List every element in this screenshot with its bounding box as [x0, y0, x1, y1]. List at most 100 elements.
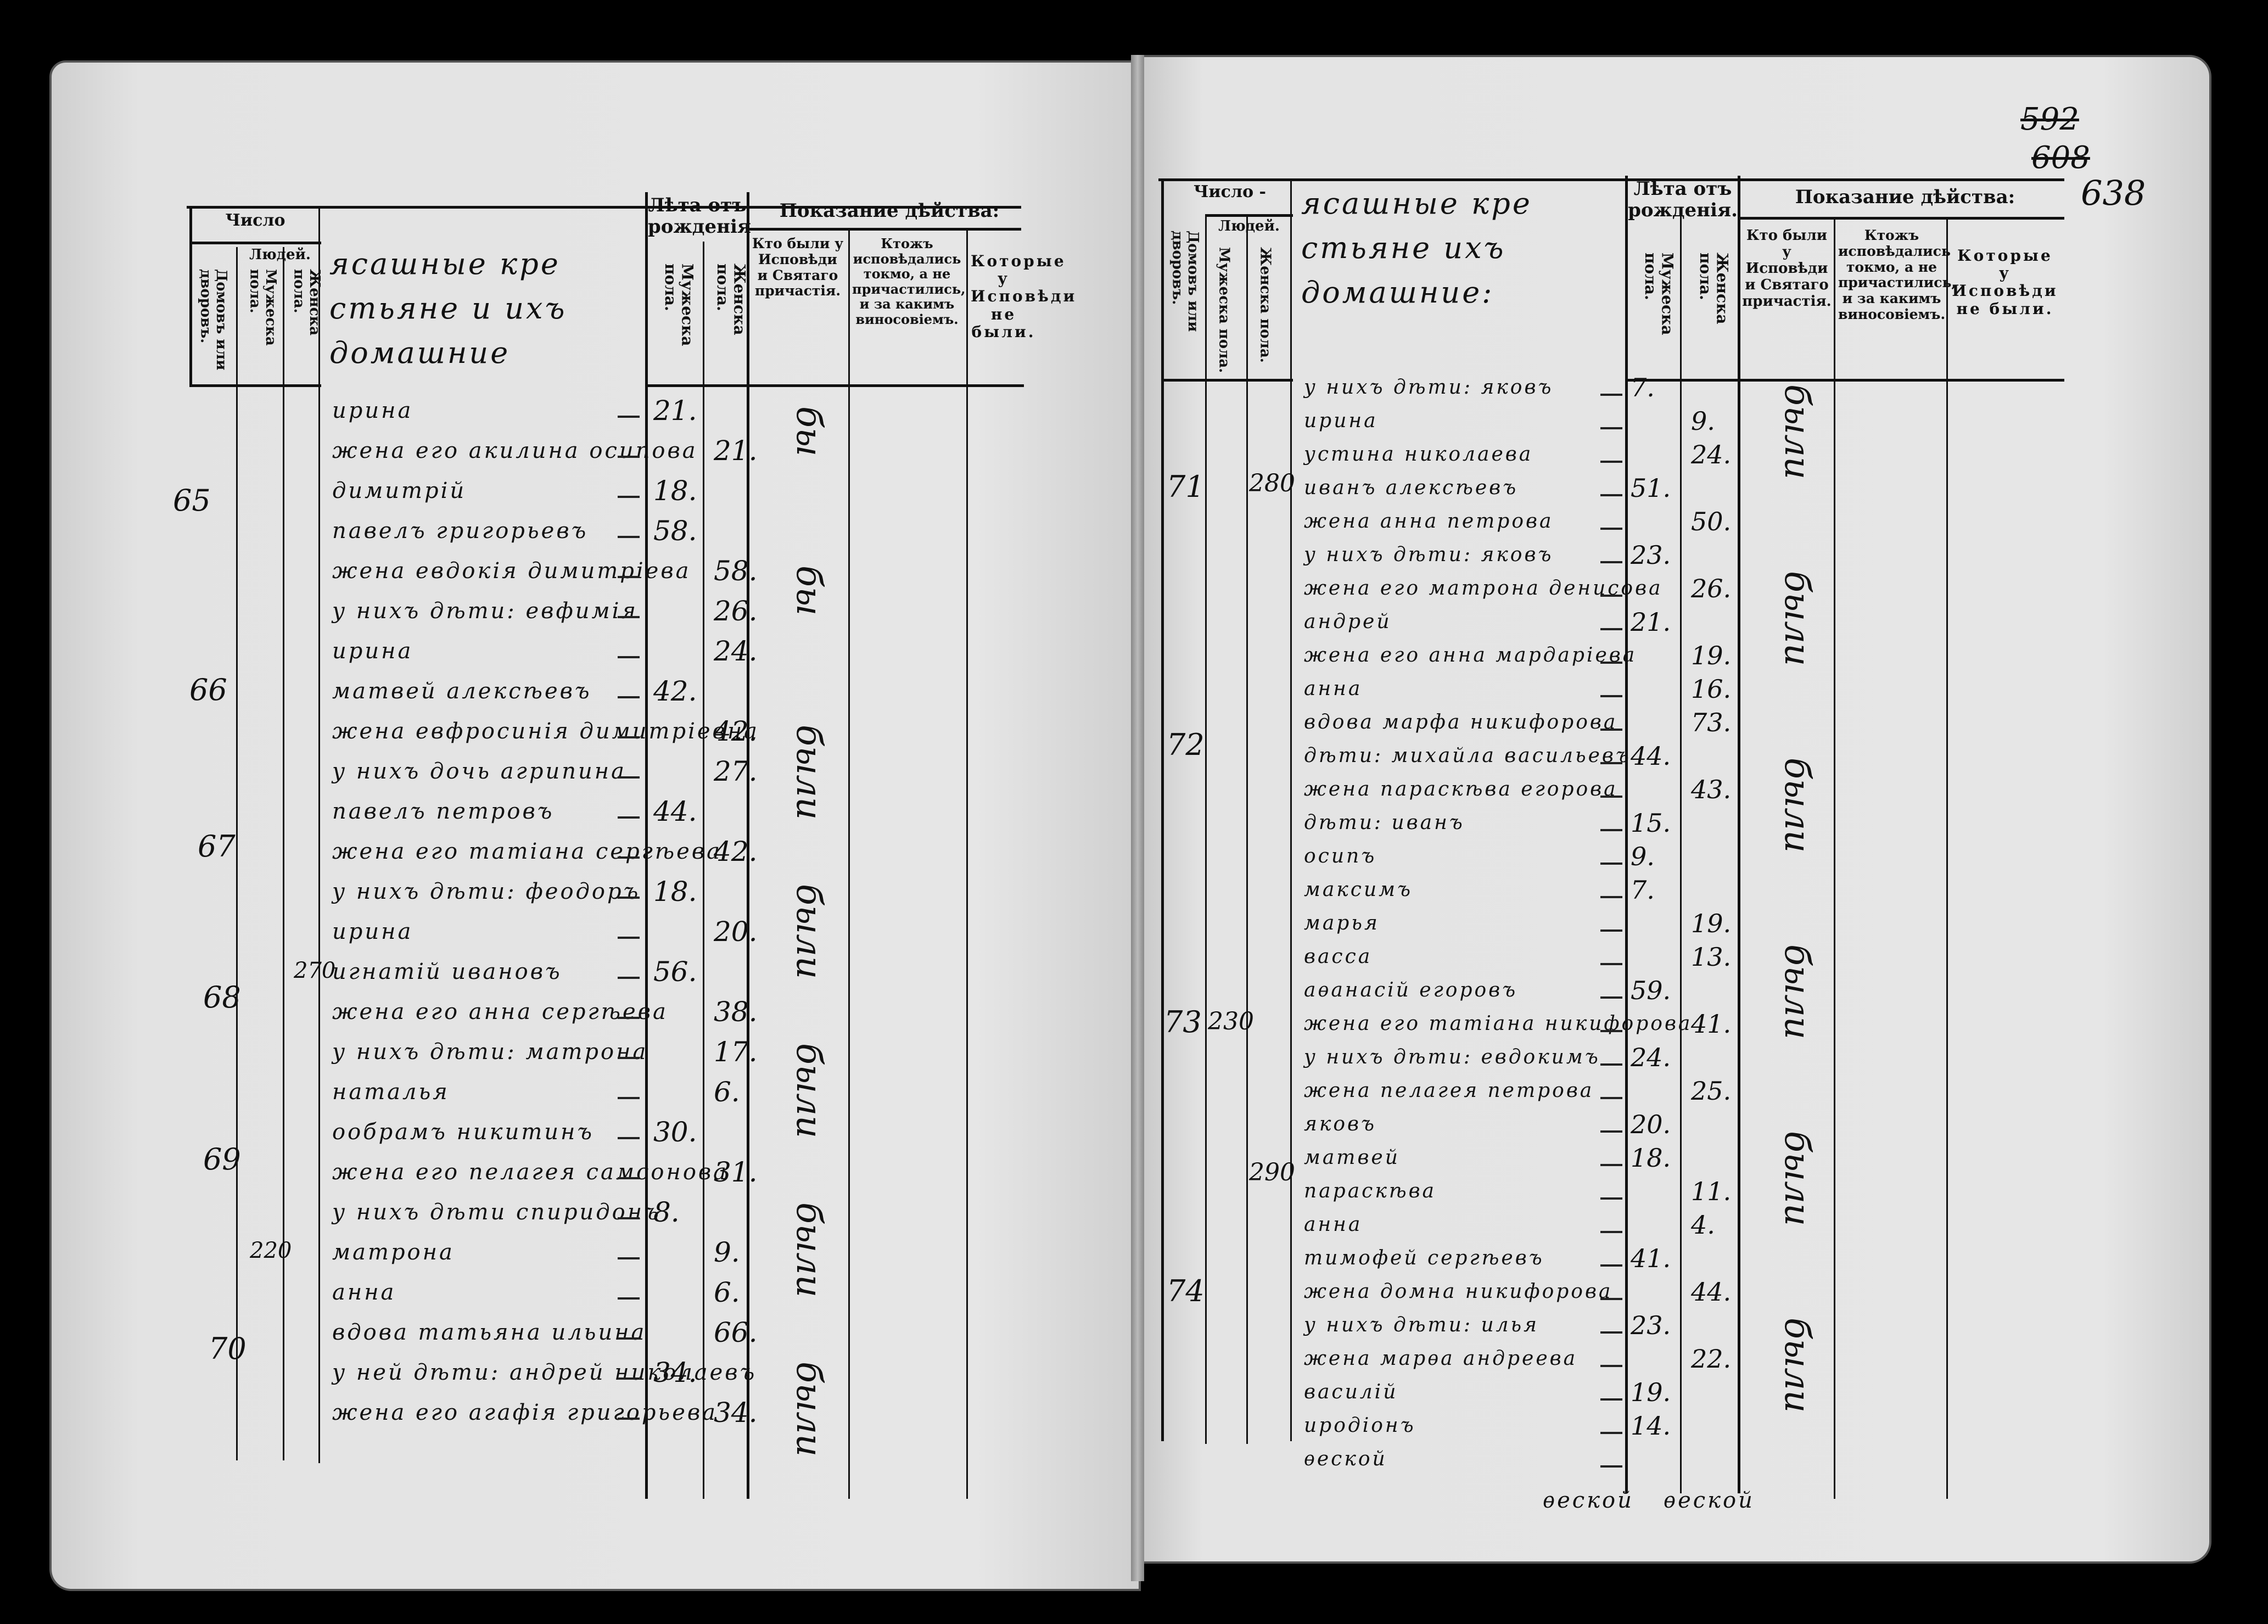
entry-age-male: 30. — [653, 1116, 697, 1148]
entry-age-female: 20. — [714, 916, 758, 948]
entry-age-female: 66. — [714, 1317, 758, 1348]
entry-dash — [618, 736, 640, 738]
entry-dash — [1600, 963, 1622, 965]
entry-dash — [1600, 1365, 1622, 1367]
entry-dash — [1600, 929, 1622, 932]
entry-age-female: 17. — [714, 1036, 758, 1068]
entry-dash — [1600, 1398, 1622, 1401]
entry-dash — [1600, 394, 1622, 396]
entry-dash — [618, 816, 640, 819]
entry-dash — [618, 1217, 640, 1219]
confession-mark: были — [788, 1202, 829, 1298]
left-header-action: Показание дѣйства: — [779, 200, 1000, 222]
entry-dash — [618, 696, 640, 698]
confession-mark: были — [788, 725, 829, 820]
entry-dash — [1600, 1298, 1622, 1300]
entry-age-female: 9. — [714, 1236, 740, 1268]
entry-age-female: 6. — [714, 1276, 740, 1308]
entry-name: матрона — [332, 1240, 455, 1265]
entry-dash — [1600, 662, 1622, 664]
entry-age-female: 43. — [1691, 775, 1732, 804]
entry-name: жена домна никифорова — [1304, 1280, 1613, 1303]
entry-dash — [618, 1137, 640, 1139]
confession-mark: были — [788, 1362, 829, 1457]
right-header-people: Людей. — [1218, 218, 1280, 234]
entry-dash — [1600, 1231, 1622, 1233]
left-col-confessed: Кто были у Исповѣди и Святаго причастія. — [752, 236, 844, 299]
entry-age-male: 34. — [653, 1357, 697, 1388]
left-house-number: 69 — [203, 1142, 241, 1177]
entry-name: игнатій ивановъ — [332, 959, 562, 984]
entry-age-male: 21. — [1631, 607, 1671, 637]
entry-name: параскѣва — [1304, 1180, 1436, 1202]
left-header-number: Число — [225, 211, 285, 230]
entry-name: аѳанасій егоровъ — [1304, 979, 1518, 1001]
left-header-people: Людей. — [249, 247, 311, 263]
left-people-tally: 220 — [250, 1238, 292, 1263]
entry-name: максимъ — [1304, 878, 1413, 901]
entry-name: у нихъ дѣти: яковъ — [1304, 544, 1554, 566]
entry-name: жена его анна сергѣева — [332, 999, 668, 1024]
left-page — [49, 60, 1141, 1591]
entry-dash — [1600, 461, 1622, 463]
entry-name: ирина — [1304, 410, 1378, 432]
right-people-tally: 230 — [1208, 1007, 1254, 1035]
entry-name: павелъ григорьевъ — [332, 518, 589, 544]
entry-name: вдова марфа никифорова — [1304, 711, 1618, 733]
entry-dash — [618, 856, 640, 859]
right-header-houses: Домовъ или дворовъ. — [1169, 231, 1202, 332]
entry-age-male: 18. — [653, 475, 697, 507]
entry-age-female: 73. — [1691, 708, 1732, 737]
entry-age-male: 23. — [1631, 1311, 1671, 1340]
left-header-female: Женска пола. — [290, 269, 323, 336]
entry-age-male: 18. — [653, 876, 697, 908]
entry-age-male: 15. — [1631, 808, 1671, 838]
entry-dash — [1600, 1465, 1622, 1468]
right-page — [1136, 55, 2211, 1564]
entry-dash — [1600, 695, 1622, 697]
entry-name: анна — [1304, 1213, 1363, 1236]
folio-mark-old-1: 592 — [2020, 102, 2079, 137]
entry-name: устина николаева — [1304, 443, 1533, 466]
confession-mark: были — [788, 1043, 829, 1139]
entry-age-male: 18. — [1631, 1143, 1671, 1173]
entry-name: жена его агафія григорьева — [332, 1400, 718, 1425]
entry-age-male: 14. — [1631, 1411, 1671, 1441]
entry-name: ообрамъ никитинъ — [332, 1119, 595, 1145]
entry-age-male: 58. — [653, 515, 697, 547]
left-house-number: 65 — [173, 483, 211, 518]
entry-name: жена анна петрова — [1304, 510, 1554, 533]
confession-mark: были — [1777, 944, 1817, 1040]
entry-age-female: 22. — [1691, 1344, 1732, 1374]
entry-name: у нихъ дѣти: евфимія — [332, 598, 638, 624]
entry-dash — [618, 1418, 640, 1420]
entry-age-female: 19. — [1691, 641, 1732, 670]
entry-dash — [1600, 561, 1622, 563]
entry-name: осипъ — [1304, 845, 1377, 867]
entry-dash — [618, 897, 640, 899]
entry-dash — [618, 1057, 640, 1059]
entry-dash — [618, 1257, 640, 1259]
left-household-title: ясашные кре стьяне и ихъ домашние — [329, 247, 567, 370]
entry-age-male: 59. — [1631, 976, 1671, 1005]
entry-age-male: 23. — [1631, 540, 1671, 570]
entry-dash — [1600, 1164, 1622, 1166]
entry-name: жена его пелагея самсонова — [332, 1160, 729, 1185]
right-header-age-female: Женска пола. — [1696, 253, 1732, 324]
entry-name: у нихъ дѣти спиридонъ — [332, 1200, 661, 1225]
confession-mark: были — [1777, 384, 1817, 480]
entry-dash — [1600, 762, 1622, 764]
entry-name: у нихъ дѣти: феодоръ — [332, 879, 641, 904]
entry-age-female: 26. — [1691, 574, 1732, 603]
entry-name: василій — [1304, 1381, 1398, 1403]
entry-name: андрей — [1304, 611, 1392, 633]
entry-dash — [618, 496, 640, 498]
right-house-number: 73 — [1164, 1005, 1202, 1039]
entry-name: жена евдокія димитріева — [332, 558, 691, 584]
entry-dash — [1600, 1063, 1622, 1066]
entry-age-female: 6. — [714, 1076, 740, 1108]
right-house-number: 72 — [1167, 727, 1205, 762]
entry-age-male: 44. — [653, 796, 697, 827]
left-house-number: 68 — [203, 980, 241, 1015]
entry-dash — [1600, 1030, 1622, 1032]
